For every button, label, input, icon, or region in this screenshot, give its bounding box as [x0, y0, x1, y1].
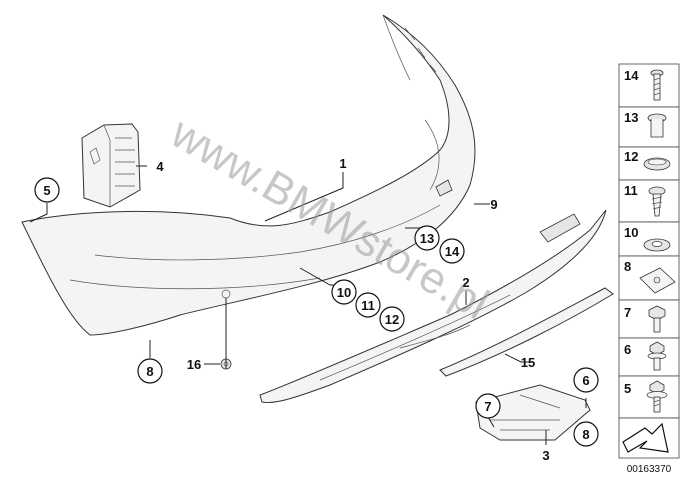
callout-14-label: 14 [445, 244, 460, 259]
callout-8b-label: 8 [582, 427, 589, 442]
legend-cell-10-label: 10 [624, 225, 638, 240]
expanding-rivet-icon [647, 113, 667, 138]
hex-bolt-flange-icon [646, 380, 668, 413]
legend-cell-12: 12 [618, 146, 680, 181]
legend-cell-13: 13 [618, 106, 680, 148]
callout-10-label: 10 [337, 285, 351, 300]
callout-12-label: 12 [385, 312, 399, 327]
lower-cover [475, 384, 591, 441]
callout-13-label: 13 [420, 231, 434, 246]
parts-legend: 14 13 12 11 [618, 63, 680, 475]
diagram-id: 00163370 [627, 464, 672, 475]
hex-bolt-washer-icon [647, 341, 667, 371]
callout-12: 12 [379, 306, 405, 332]
grommet-icon [643, 157, 671, 171]
legend-cell-8: 8 [618, 255, 680, 301]
callout-14: 14 [439, 238, 465, 264]
bumper-bracket [81, 123, 141, 208]
legend-cell-5: 5 [618, 375, 680, 419]
screw-icon [650, 69, 664, 101]
callout-11-label: 11 [361, 298, 375, 313]
label-16: 16 [187, 357, 201, 372]
callout-5: 5 [34, 177, 60, 203]
trim-strip [439, 287, 614, 377]
hex-bolt-icon [648, 305, 666, 333]
legend-cell-11-label: 11 [624, 183, 638, 198]
callout-7: 7 [475, 393, 501, 419]
legend-cell-11: 11 [618, 179, 680, 223]
rear-diffuser [259, 209, 607, 404]
legend-cell-13-label: 13 [624, 110, 638, 125]
washer-icon [643, 238, 671, 252]
self-tapping-screw-icon [648, 186, 666, 217]
label-3: 3 [542, 448, 549, 463]
clip-nut-icon [639, 267, 676, 294]
label-1: 1 [339, 156, 346, 171]
callout-7-label: 7 [484, 399, 491, 414]
callout-5-label: 5 [43, 183, 50, 198]
callout-13: 13 [414, 225, 440, 251]
legend-cell-12-label: 12 [624, 149, 638, 164]
legend-cell-10: 10 [618, 221, 680, 257]
legend-cell-5-label: 5 [624, 381, 631, 396]
leader-lines [29, 165, 587, 445]
legend-cell-arrow [618, 417, 680, 459]
label-15: 15 [521, 355, 535, 370]
callout-10: 10 [331, 279, 357, 305]
label-9: 9 [490, 197, 497, 212]
legend-cell-8-label: 8 [624, 259, 631, 274]
legend-cell-7-label: 7 [624, 305, 631, 320]
callout-8a-label: 8 [146, 364, 153, 379]
legend-cell-14-label: 14 [624, 68, 639, 83]
callout-8b: 8 [573, 421, 599, 447]
callout-6: 6 [573, 367, 599, 393]
legend-cell-14: 14 [618, 63, 680, 108]
callout-11: 11 [355, 292, 381, 318]
legend-cell-6-label: 6 [624, 342, 631, 357]
legend-cell-6: 6 [618, 337, 680, 377]
label-4: 4 [156, 159, 164, 174]
callout-6-label: 6 [582, 373, 589, 388]
label-2: 2 [462, 275, 469, 290]
bumper-trim-panel [21, 14, 476, 336]
legend-cell-7: 7 [618, 299, 680, 339]
direction-arrow-icon [622, 422, 669, 453]
callout-8a: 8 [137, 358, 163, 384]
